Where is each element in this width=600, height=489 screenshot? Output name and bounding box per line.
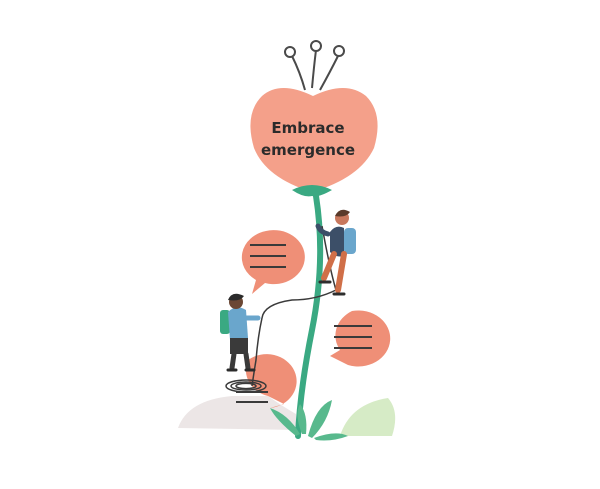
stamens bbox=[284, 40, 345, 91]
rope-icon bbox=[225, 225, 337, 393]
leaf-icon bbox=[270, 400, 348, 441]
speech-bubble-top-left bbox=[241, 230, 305, 294]
flower-stem bbox=[295, 193, 324, 439]
flower-title-line-1: Embrace bbox=[271, 119, 345, 137]
ground-green-shape bbox=[340, 398, 396, 436]
flower-icon bbox=[250, 88, 378, 192]
speech-bubble-right bbox=[330, 310, 391, 367]
flower-title-line-2: emergence bbox=[260, 141, 356, 159]
ground-shape bbox=[178, 396, 296, 430]
sepal-leaf-icon bbox=[292, 185, 332, 197]
flower-title: Embrace emergence bbox=[252, 117, 364, 161]
climber-icon bbox=[315, 209, 356, 296]
belayer-icon bbox=[220, 293, 261, 372]
